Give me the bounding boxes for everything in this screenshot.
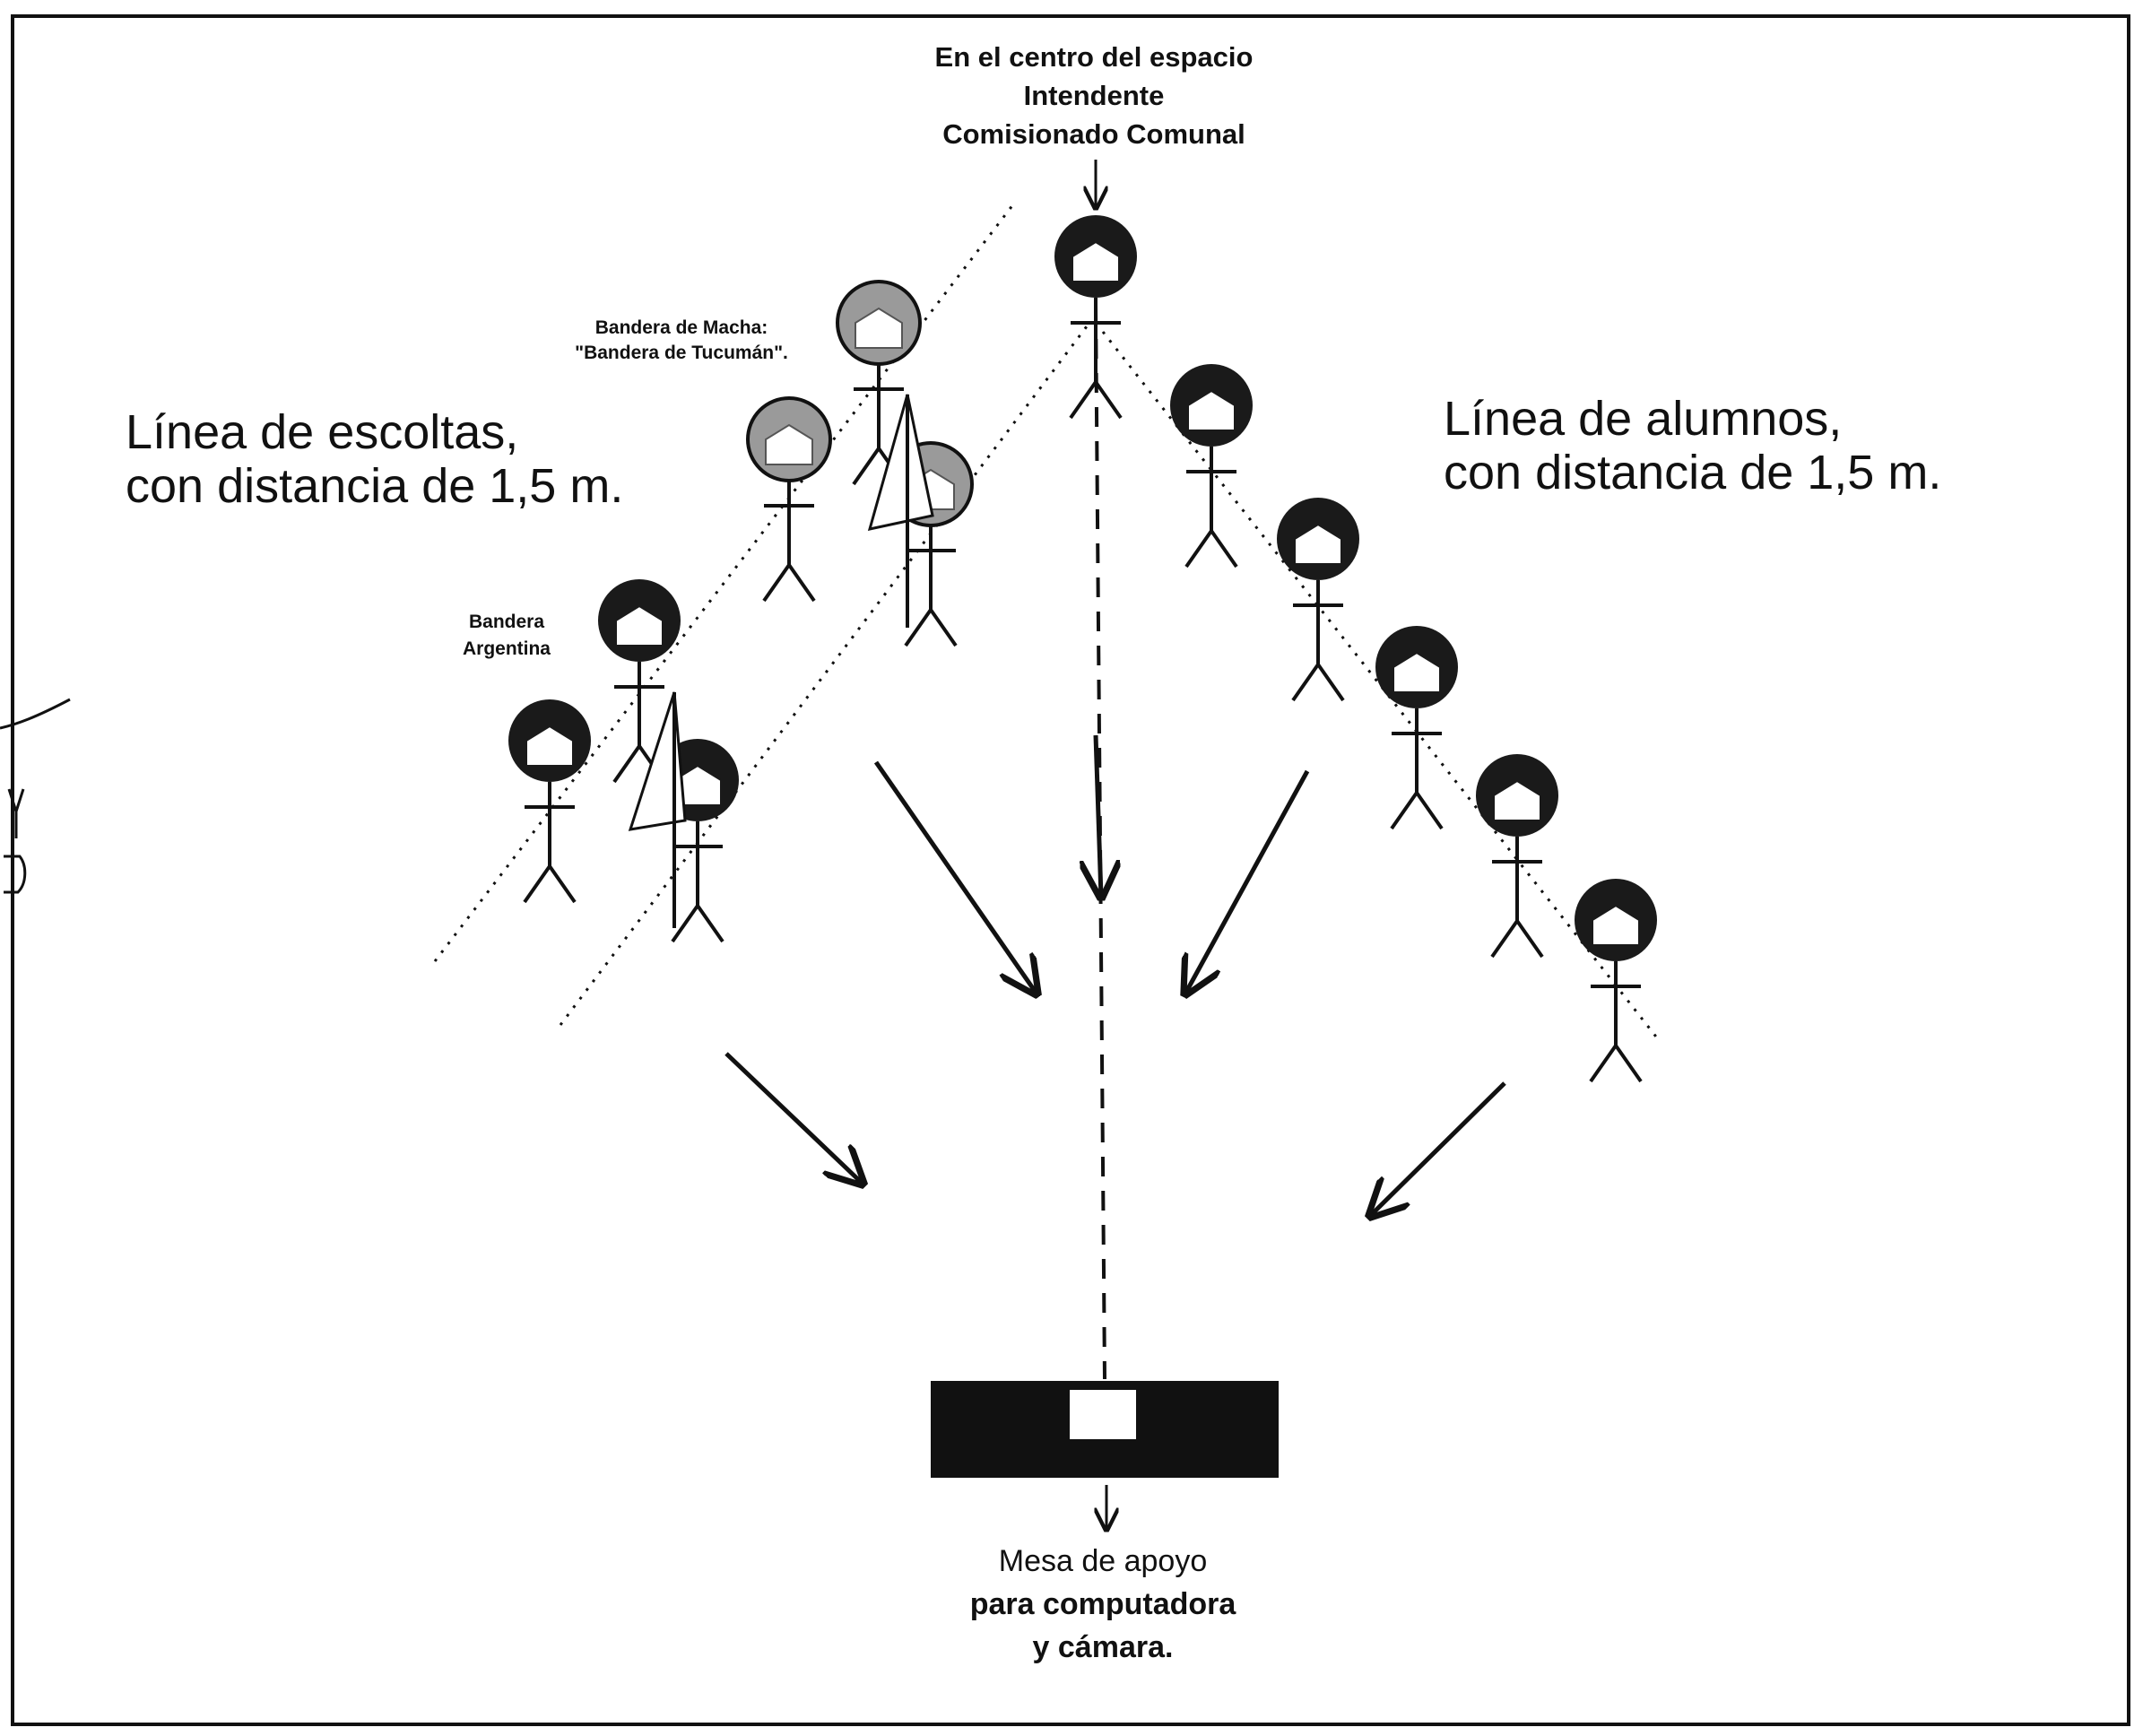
margin-scribble <box>0 698 71 894</box>
laptop-icon <box>1070 1390 1136 1439</box>
table-label-line-1: Mesa de apoyo <box>999 1544 1208 1578</box>
page-border <box>11 14 2130 1726</box>
student-figure-2 <box>1275 496 1361 702</box>
student-figure-5 <box>1573 877 1659 1083</box>
students-label-line-1: Línea de alumnos, <box>1444 392 1842 446</box>
center-label-line-2: Intendente <box>1024 80 1165 111</box>
escorts-label-line-2: con distancia de 1,5 m. <box>126 459 623 513</box>
flag-tucuman-label-line-1: Bandera de Macha: <box>595 317 768 338</box>
arrow-students-outer <box>1370 1081 1506 1216</box>
center-label-line-3: Comisionado Comunal <box>942 118 1245 150</box>
students-label-line-2: con distancia de 1,5 m. <box>1444 446 1941 499</box>
escorts-label-line-1: Línea de escoltas, <box>126 405 518 459</box>
flag-tucuman-label-line-2: "Bandera de Tucumán". <box>575 343 788 363</box>
center-label-line-1: En el centro del espacio <box>935 41 1254 73</box>
flag-argentina-label-line-2: Argentina <box>463 638 551 659</box>
arrow-escorts-inner <box>873 760 1037 994</box>
student-figure-4 <box>1474 752 1560 959</box>
table-label-line-2: para computadora <box>970 1587 1237 1621</box>
escort-guide-line-inner <box>559 322 1091 1026</box>
center-axis-line <box>1094 304 1106 1380</box>
flag-tucuman-shape <box>867 394 934 531</box>
escort-figure-argentina-2 <box>507 698 593 904</box>
arrow-escorts-outer <box>724 1052 863 1184</box>
student-figure-1 <box>1168 362 1254 569</box>
flag-argentina-shape <box>628 691 687 831</box>
table-label-line-3: y cámara. <box>1033 1630 1174 1664</box>
student-figure-3 <box>1374 624 1460 830</box>
flag-argentina-label-line-1: Bandera <box>469 612 544 632</box>
escort-figure-tucuman-2 <box>746 396 832 603</box>
arrow-students-inner <box>1185 769 1310 994</box>
arrow-center <box>1096 734 1101 897</box>
